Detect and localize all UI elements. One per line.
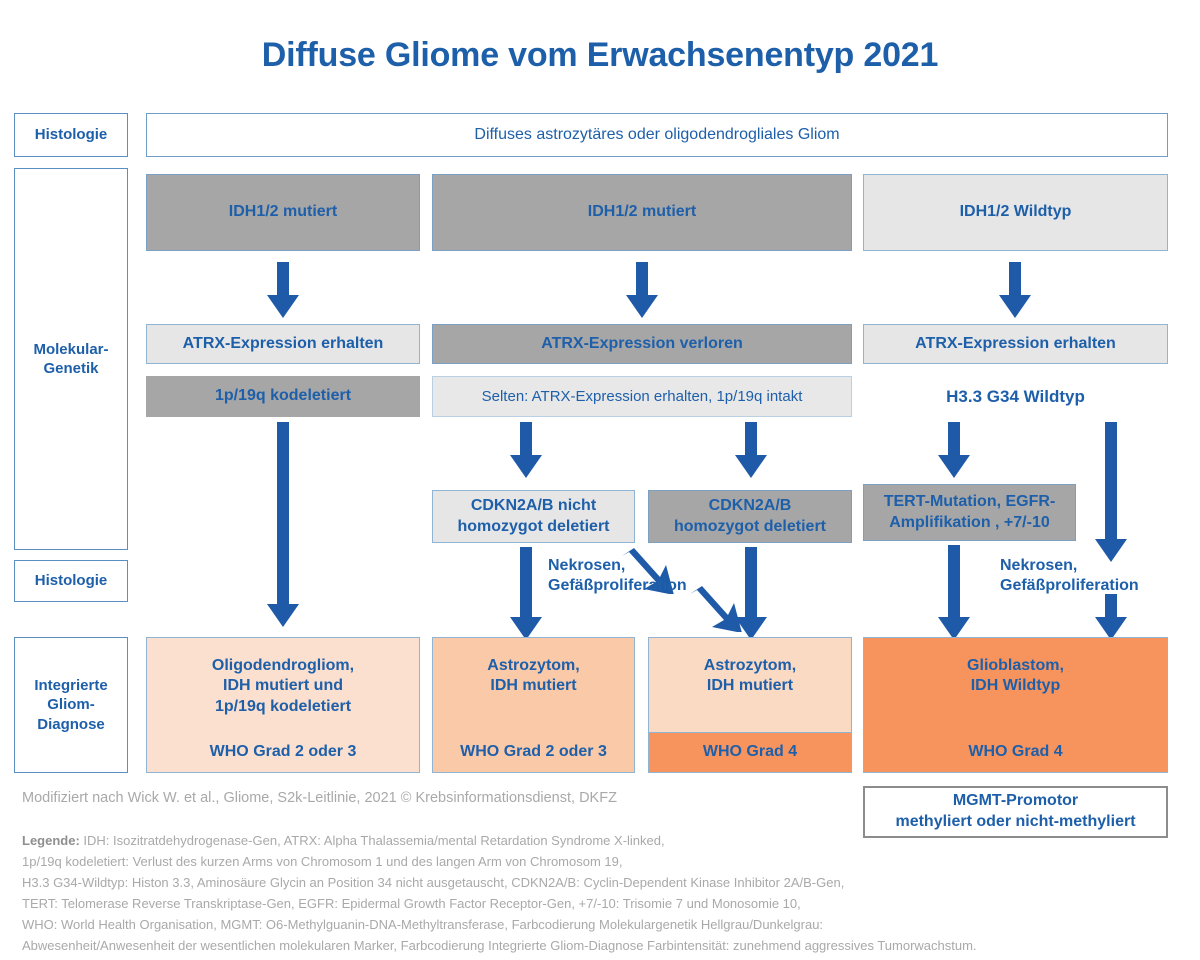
diagnosis-grade: WHO Grad 4 xyxy=(649,732,851,772)
idh-box-col2: IDH1/2 mutiert xyxy=(432,174,852,251)
arrow-down-col2-idh-to-atrx xyxy=(625,262,659,318)
source-credit: Modifiziert nach Wick W. et al., Gliome,… xyxy=(22,790,617,806)
diagnosis-box-astrocytoma-grade4: Astrozytom, IDH mutiert WHO Grad 4 xyxy=(648,637,852,773)
legend-line: 1p/19q kodeletiert: Verlust des kurzen A… xyxy=(22,854,623,870)
mgmt-promotor-box: MGMT-Promotor methyliert oder nicht-meth… xyxy=(863,786,1168,838)
tert-egfr-box: TERT-Mutation, EGFR- Amplifikation , +7/… xyxy=(863,484,1076,541)
cdkn-not-deleted-box: CDKN2A/B nicht homozygot deletiert xyxy=(432,490,635,543)
arrow-down-to-cdkn-deleted xyxy=(734,422,768,478)
diagnosis-name: Oligodendrogliom, IDH mutiert und 1p/19q… xyxy=(211,657,355,715)
diagnosis-grade: WHO Grad 2 oder 3 xyxy=(147,732,419,772)
legend-line: Abwesenheit/Anwesenheit der wesentlichen… xyxy=(22,938,977,954)
arrow-down-col3-idh-to-atrx xyxy=(998,262,1032,318)
row-label-histology-top: Histologie xyxy=(14,113,128,157)
arrow-down-col3-right-lower xyxy=(1094,594,1128,640)
arrow-down-col1-to-diagnosis xyxy=(266,422,300,627)
cdkn-deleted-box: CDKN2A/B homozygot deletiert xyxy=(648,490,852,543)
row-label-integrated-diagnosis: Integrierte Gliom- Diagnose xyxy=(14,637,128,773)
arrow-down-cdkn-deleted-to-astro4 xyxy=(734,547,768,640)
arrow-down-col3-right-upper xyxy=(1094,422,1128,562)
atrx-box-col2: ATRX-Expression verloren xyxy=(432,324,852,364)
page-title: Diffuse Gliome vom Erwachsenentyp 2021 xyxy=(261,36,939,74)
marker-box-col1: 1p/19q kodeletiert xyxy=(146,376,420,417)
legend-line-text: IDH: Isozitratdehydrogenase-Gen, ATRX: A… xyxy=(79,833,665,848)
arrow-diagonal-necrosis-upper xyxy=(620,548,676,594)
diagnosis-name: Astrozytom, IDH mutiert xyxy=(487,657,580,695)
idh-box-col3: IDH1/2 Wildtyp xyxy=(863,174,1168,251)
marker-box-col2: Selten: ATRX-Expression erhalten, 1p/19q… xyxy=(432,376,852,417)
legend-line: TERT: Telomerase Reverse Transkriptase-G… xyxy=(22,896,801,912)
marker-text-col3: H3.3 G34 Wildtyp xyxy=(946,386,1085,406)
necrosis-label-right: Nekrosen, Gefäßproliferation xyxy=(1000,557,1139,594)
legend-line: Legende: IDH: Isozitratdehydrogenase-Gen… xyxy=(22,830,1190,851)
arrow-down-cdkn-not-deleted-to-astro23 xyxy=(509,547,543,640)
diagnosis-name: Glioblastom, IDH Wildtyp xyxy=(967,657,1064,695)
legend-line: WHO: World Health Organisation, MGMT: O6… xyxy=(22,917,824,933)
diagnosis-box-oligodendroglioma: Oligodendrogliom, IDH mutiert und 1p/19q… xyxy=(146,637,420,773)
histology-banner: Diffuses astrozytäres oder oligodendrogl… xyxy=(146,113,1168,157)
legend-line: H3.3 G34-Wildtyp: Histon 3.3, Aminosäure… xyxy=(22,875,845,891)
arrow-down-tert-to-glioblastom xyxy=(937,545,971,640)
arrow-down-to-tert-box xyxy=(937,422,971,478)
arrow-down-col1-idh-to-atrx xyxy=(266,262,300,318)
diagnosis-box-glioblastoma: Glioblastom, IDH Wildtyp WHO Grad 4 xyxy=(863,637,1168,773)
legend-lead: Legende: xyxy=(22,833,80,848)
diagnosis-grade: WHO Grad 2 oder 3 xyxy=(433,732,634,772)
row-label-histology-bottom: Histologie xyxy=(14,560,128,602)
diagnosis-name: Astrozytom, IDH mutiert xyxy=(703,657,797,695)
diagnosis-grade: WHO Grad 4 xyxy=(864,732,1167,772)
atrx-box-col3: ATRX-Expression erhalten xyxy=(863,324,1168,364)
necrosis-label-middle: Nekrosen, Gefäßproliferation xyxy=(548,557,687,594)
arrow-down-to-cdkn-not-deleted xyxy=(509,422,543,478)
idh-box-col1: IDH1/2 mutiert xyxy=(146,174,420,251)
arrow-diagonal-necrosis-lower xyxy=(688,586,744,632)
row-label-molecular-genetics: Molekular- Genetik xyxy=(14,168,128,550)
legend-block: Legende: IDH: Isozitratdehydrogenase-Gen… xyxy=(22,830,1190,956)
atrx-box-col1: ATRX-Expression erhalten xyxy=(146,324,420,364)
diagnosis-box-astrocytoma-grade23: Astrozytom, IDH mutiert WHO Grad 2 oder … xyxy=(432,637,635,773)
